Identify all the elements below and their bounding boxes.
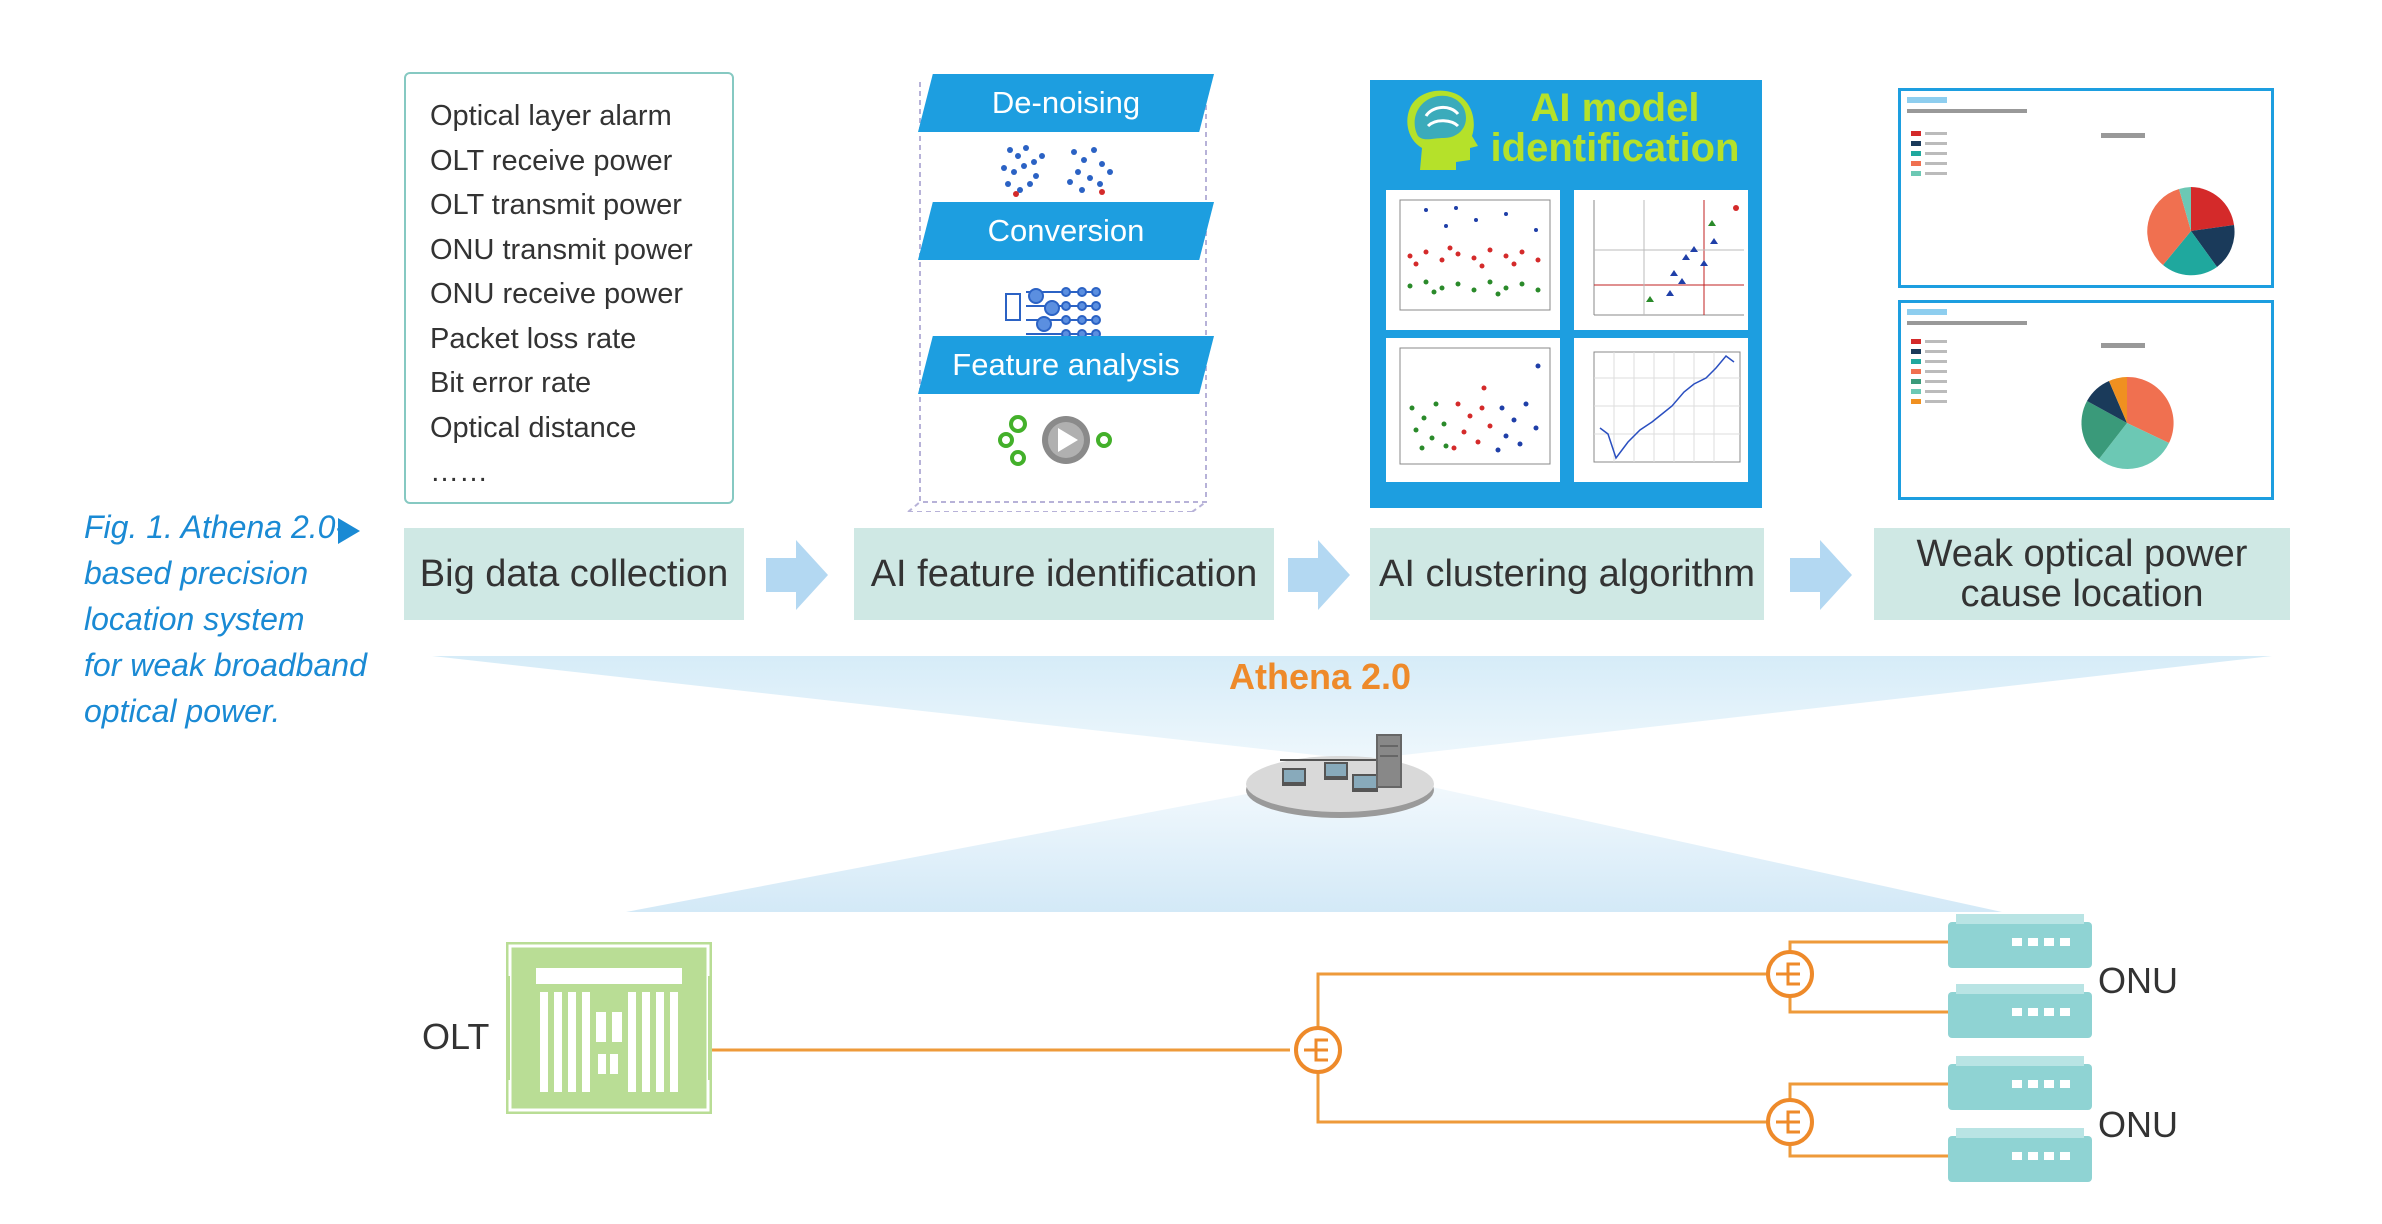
mini-quadrant-plot [1574,190,1748,330]
denoising-banner: De-noising [918,74,1214,132]
server-network-icon [1246,734,1434,818]
caption-line: location system [84,601,305,637]
onu-label: ONU [2098,960,2178,1001]
list-item: Optical layer alarm [430,100,672,132]
figure-caption: Fig. 1. Athena 2.0- based precision loca… [84,504,384,734]
conversion-banner: Conversion [918,202,1214,260]
onu-device-icon [1948,1128,2092,1182]
ai-title-line: AI model [1530,86,1700,130]
stage-label: Weak optical power [1916,533,2248,575]
feature-panel-frame [907,82,1207,512]
splitter-icon [1766,1098,1814,1146]
caption-line: based precision [84,555,309,591]
mini-scatter-plot [1386,190,1560,330]
pie-chart-icon [1907,309,2174,469]
list-item: …… [430,456,488,488]
arrow-right-icon [766,540,828,610]
ai-title-line: identification [1490,126,1740,170]
stage-ai-feature-identification: AI feature identification [854,528,1274,620]
stage-label: Big data collection [419,553,729,595]
stage-weak-optical-power-cause-location: Weak optical power cause location [1874,528,2290,620]
caption-pointer-icon [338,518,360,544]
caption-line: optical power. [84,693,281,729]
data-collection-list: Optical layer alarm OLT receive power OL… [404,72,734,504]
feature-panel: De-noising Conversion Feature analysis [906,72,1216,512]
list-item: ONU transmit power [430,233,693,266]
arrow-right-icon [1790,540,1852,610]
feature-analysis-banner: Feature analysis [918,336,1214,394]
onu-label: ONU [2098,1104,2178,1145]
dashboard-pie-card [1898,300,2274,500]
head-brain-icon [1407,90,1478,170]
scatter-icon [1001,145,1113,197]
caption-line: Fig. 1. Athena 2.0- [84,509,347,545]
stage-big-data-collection: Big data collection [404,528,744,620]
mini-cluster-plot [1386,338,1560,482]
list-item: ONU receive power [430,278,684,310]
olt-label: OLT [422,1016,490,1057]
splitter-icon [1294,1026,1342,1074]
olt-device-icon [506,942,712,1114]
pie-chart-icon [1907,97,2235,276]
list-item: Optical distance [430,411,637,444]
list-item: OLT transmit power [430,189,682,221]
list-item: Bit error rate [430,367,592,399]
stage-label: cause location [1960,573,2204,615]
feature-analysis-icon [998,415,1112,466]
caption-line: for weak broadband [84,647,367,683]
stage-ai-clustering-algorithm: AI clustering algorithm [1370,528,1764,620]
stage-label: AI clustering algorithm [1379,553,1755,595]
mini-line-plot [1574,338,1748,482]
list-item: Packet loss rate [430,322,637,355]
list-item: OLT receive power [430,144,673,177]
onu-device-icon [1948,1056,2092,1110]
athena-platform-label: Athena 2.0 [1228,656,1412,697]
stage-label: AI feature identification [870,553,1258,595]
dashboard-pie-card [1898,88,2274,288]
splitter-icon [1766,950,1814,998]
ai-model-title: AI model identification [1480,88,1750,168]
arrow-right-icon [1288,540,1350,610]
onu-device-icon [1948,914,2092,968]
onu-device-icon [1948,984,2092,1038]
